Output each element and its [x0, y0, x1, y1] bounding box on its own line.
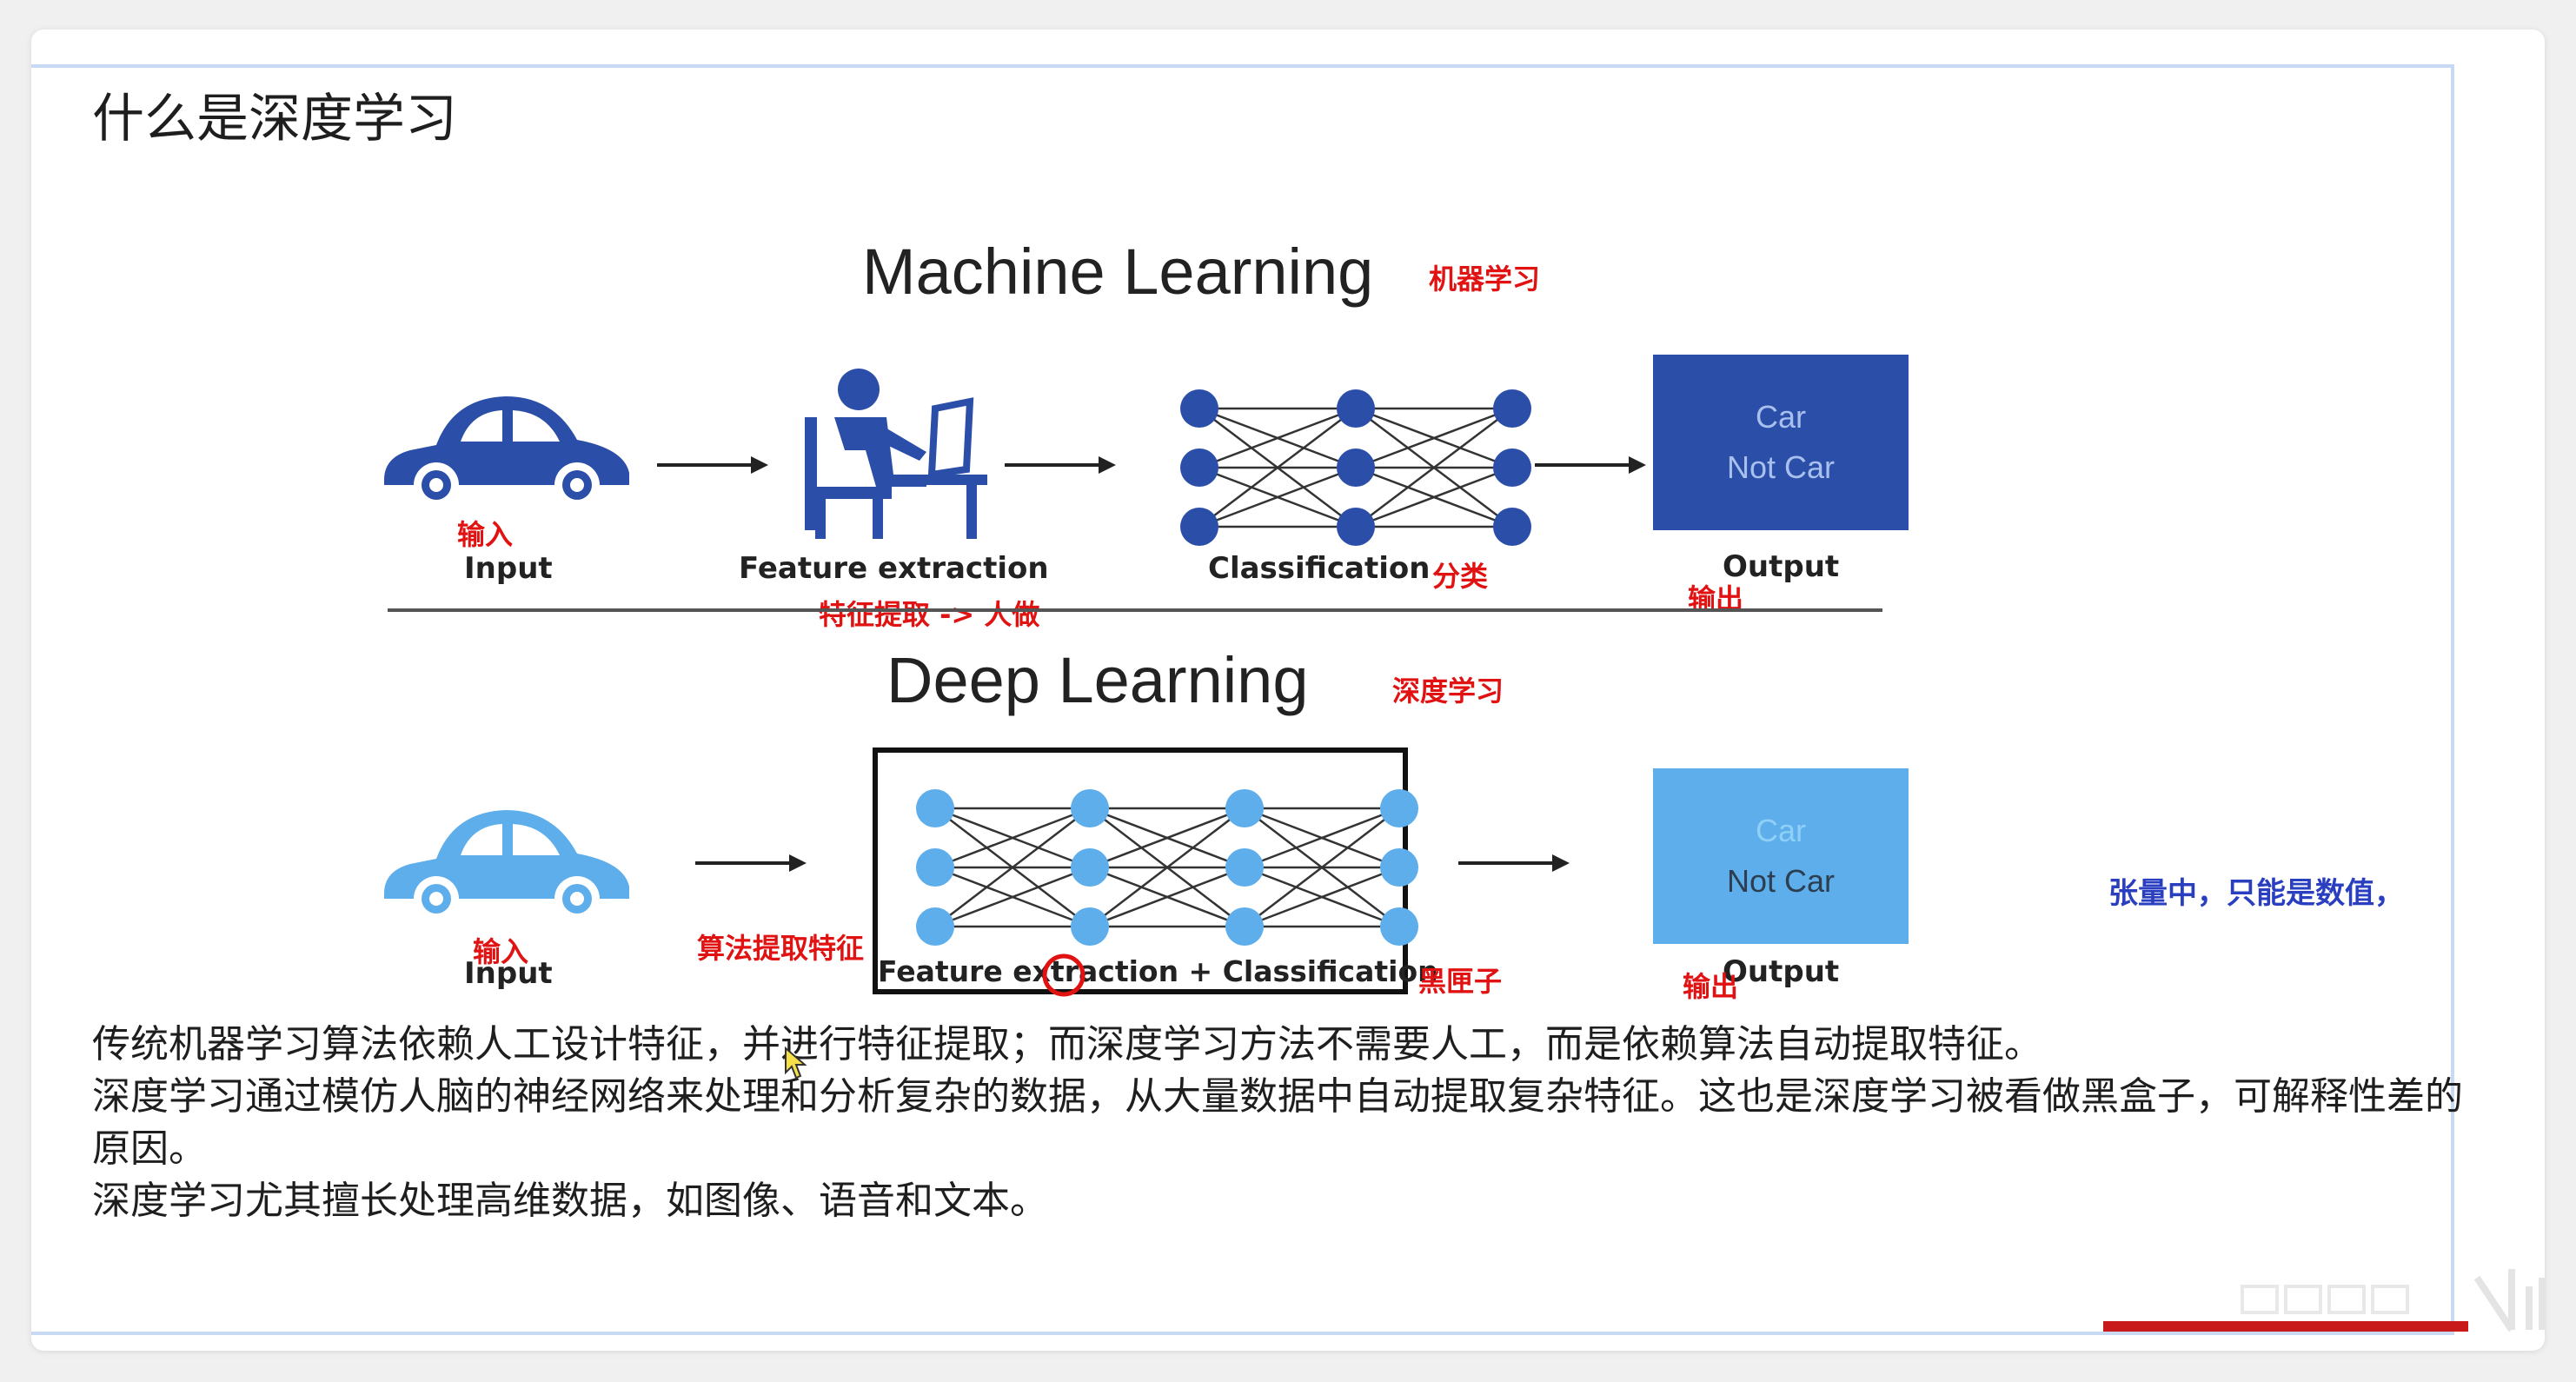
- ml-title-cn: 机器学习: [1429, 262, 1541, 296]
- dl-input-cn: 输入: [473, 935, 529, 968]
- car-icon: [384, 810, 629, 921]
- network-node: [1337, 508, 1375, 546]
- dl-output-box: Car Not Car: [1653, 768, 1909, 944]
- network-node: [1225, 848, 1264, 887]
- arrow-right-icon: [695, 854, 807, 872]
- dl-input-label: Input: [464, 956, 553, 991]
- paragraph-2: 深度学习通过模仿人脑的神经网络来处理和分析复杂的数据，从大量数据中自动提取复杂特…: [92, 1074, 2463, 1171]
- highlight-circle: [1042, 953, 1086, 997]
- network-node: [1493, 448, 1531, 487]
- dl-algo-cn: 算法提取特征: [697, 932, 865, 965]
- arrow-right-icon: [1458, 854, 1570, 872]
- network-node: [1225, 907, 1264, 946]
- slide: 什么是深度学习 Machine Learning 机器学习 输入 Input F…: [31, 30, 2545, 1351]
- network-edge: [1198, 466, 1357, 528]
- network-node: [1180, 448, 1218, 487]
- network-node: [1071, 907, 1109, 946]
- watermark-logo: [2103, 1269, 2546, 1332]
- dl-nn-label: Feature extraction + Classification: [878, 954, 1438, 988]
- network-node: [1380, 848, 1418, 887]
- network-edge: [1244, 866, 1400, 928]
- network-node: [1337, 448, 1375, 487]
- paragraph-3: 深度学习尤其擅长处理高维数据，如图像、语音和文本。: [92, 1179, 1048, 1223]
- network-node: [1225, 789, 1264, 827]
- network-edge: [1089, 807, 1245, 927]
- dl-output-label: Output: [1723, 954, 1840, 989]
- network-node: [1180, 389, 1218, 428]
- ml-input-label: Input: [464, 551, 553, 586]
- dl-blackbox-cn: 黑匣子: [1418, 965, 1503, 998]
- tensor-note: 张量中，只能是数值，: [2108, 876, 2404, 911]
- network-edge: [1355, 408, 1513, 528]
- network-node: [1071, 848, 1109, 887]
- dl-output-cn: 输出: [1683, 970, 1739, 1003]
- network-node: [1337, 389, 1375, 428]
- network-edge: [934, 866, 1091, 928]
- ml-output-car: Car: [1755, 399, 1806, 435]
- slide-title: 什么是深度学习: [92, 89, 457, 149]
- network-edge: [1355, 407, 1513, 469]
- dl-title-cn: 深度学习: [1392, 674, 1504, 708]
- network-node: [916, 848, 954, 887]
- ml-output-box: Car Not Car: [1653, 355, 1909, 530]
- network-node: [1493, 389, 1531, 428]
- arrow-right-icon: [1535, 456, 1646, 474]
- network-edge: [1355, 466, 1513, 528]
- neural-network-diagram: [916, 789, 1418, 946]
- dl-output-car: Car: [1755, 813, 1806, 848]
- network-edge: [1198, 408, 1357, 528]
- network-node: [1180, 508, 1218, 546]
- network-node: [1380, 907, 1418, 946]
- neural-network-diagram: [1180, 389, 1531, 546]
- dl-title: Deep Learning: [886, 644, 1309, 716]
- network-edge: [1089, 866, 1245, 928]
- arrow-right-icon: [657, 456, 768, 474]
- person-at-desk-icon: [805, 369, 987, 539]
- network-node: [1493, 508, 1531, 546]
- arrow-right-icon: [1005, 456, 1116, 474]
- network-edge: [934, 807, 1091, 869]
- ml-output-label: Output: [1723, 549, 1840, 584]
- ml-classification-label: Classification: [1208, 551, 1431, 586]
- mouse-cursor-icon: [785, 1046, 807, 1080]
- ml-input-cn: 输入: [457, 518, 514, 551]
- network-edge: [1089, 807, 1245, 869]
- car-icon: [384, 396, 629, 508]
- network-edge: [934, 807, 1091, 927]
- ml-feature-cn: 特征提取 -> 人做: [819, 598, 1040, 631]
- network-edge: [1244, 807, 1400, 927]
- network-edge: [1244, 807, 1400, 869]
- ml-output-notcar: Not Car: [1726, 449, 1836, 485]
- network-node: [1380, 789, 1418, 827]
- network-edge: [1198, 407, 1357, 469]
- network-node: [916, 907, 954, 946]
- section-divider: [388, 608, 1882, 612]
- ml-title: Machine Learning: [862, 236, 1374, 308]
- network-node: [1071, 789, 1109, 827]
- ml-feature-label: Feature extraction: [739, 551, 1049, 586]
- paragraph-1: 传统机器学习算法依赖人工设计特征，并进行特征提取；而深度学习方法不需要人工，而是…: [92, 1022, 2042, 1066]
- dl-output-notcar: Not Car: [1726, 863, 1836, 899]
- network-node: [916, 789, 954, 827]
- ml-classification-cn: 分类: [1432, 560, 1489, 593]
